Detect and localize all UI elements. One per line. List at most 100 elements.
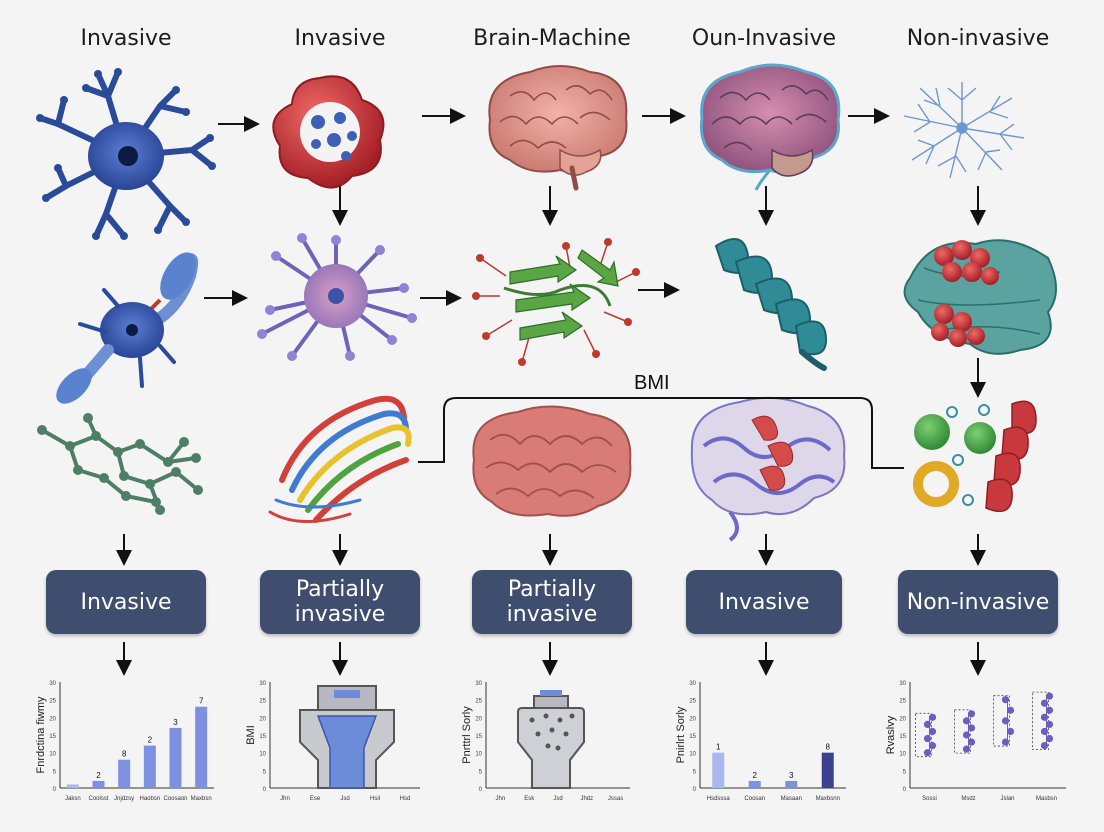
- bar: [195, 706, 208, 788]
- scatter-point: [1006, 706, 1015, 714]
- category-box-5: Non-invasive: [898, 570, 1058, 634]
- y-tick-label: 25: [475, 699, 482, 705]
- bar-data-label: 1: [716, 743, 721, 752]
- category-box-4: Invasive: [686, 570, 842, 634]
- x-tick-label: Jhn: [496, 796, 506, 802]
- x-tick-label: Masbsn: [1036, 796, 1057, 802]
- scatter-point: [1040, 742, 1049, 750]
- x-tick-label: Maxbsn: [191, 796, 212, 802]
- flow-arrows: [116, 108, 986, 676]
- y-tick-label: 5: [263, 769, 267, 775]
- scatter-point: [1045, 734, 1054, 743]
- y-tick-label: 10: [689, 752, 696, 758]
- x-tick-label: Jhn: [280, 796, 290, 802]
- scatter-point: [967, 738, 976, 746]
- y-tick-label: 25: [899, 699, 906, 705]
- x-tick-label: Jsd: [340, 796, 349, 802]
- y-tick-label: 30: [259, 681, 266, 687]
- implant-device-shape: [299, 685, 395, 789]
- y-tick-label: 5: [693, 769, 697, 775]
- bipolar-neuron-illustration: [56, 252, 199, 404]
- brain-illustration-pink-large: [472, 405, 632, 517]
- scatter-point: [1001, 717, 1010, 725]
- bar: [748, 780, 761, 788]
- astrocyte-illustration: [257, 233, 417, 361]
- brain-illustration-mauve: [699, 63, 841, 191]
- brain-illustration-pink: [488, 65, 628, 191]
- neuron-illustration: [36, 68, 216, 240]
- y-tick-label: 20: [259, 716, 266, 722]
- column-title-2: Invasive: [294, 26, 386, 51]
- scatter-point: [928, 713, 937, 721]
- y-tick-label: 25: [689, 699, 696, 705]
- x-tick-label: Sossi: [922, 796, 937, 802]
- column-title-4: Oun-Invasive: [691, 26, 837, 51]
- molecular-network-illustration: [37, 413, 203, 515]
- y-tick-label: 10: [475, 752, 482, 758]
- category-box-2: Partially invasive: [260, 570, 420, 634]
- x-tick-label: Coolsst: [88, 796, 108, 802]
- x-tick-label: Hsd: [400, 796, 411, 802]
- x-tick-label: Ese: [310, 796, 321, 802]
- scatter-point: [962, 717, 971, 725]
- y-tick-label: 15: [259, 734, 266, 740]
- y-tick-label: 0: [53, 787, 57, 793]
- y-tick-label: 15: [475, 734, 482, 740]
- bar-data-label: 8: [826, 743, 831, 752]
- scatter-point: [1045, 706, 1054, 714]
- scatter-point: [1040, 713, 1049, 721]
- molecules-and-helix-illustration: [913, 400, 1037, 513]
- bar-data-label: 3: [789, 771, 794, 780]
- column-title-3: Brain-Machine: [473, 26, 631, 51]
- column-title-1: Invasive: [80, 26, 172, 51]
- scatter-point: [962, 731, 971, 739]
- bar-data-label: 2: [148, 736, 153, 745]
- y-tick-label: 25: [49, 699, 56, 705]
- bar: [712, 752, 725, 788]
- bar-data-label: 2: [96, 771, 101, 780]
- x-tick-label: Maxbsnn: [816, 796, 840, 802]
- y-tick-label: 5: [903, 769, 907, 775]
- category-box-3: Partially invasive: [472, 570, 632, 634]
- x-tick-label: Coosan: [744, 796, 765, 802]
- bar-data-label: 7: [199, 697, 204, 706]
- y-tick-label: 10: [899, 752, 906, 758]
- bar: [821, 752, 834, 788]
- scatter-point: [1040, 727, 1049, 736]
- y-tick-label: 5: [53, 769, 57, 775]
- scatter-point: [1006, 727, 1015, 736]
- electrode-device-shape: [517, 690, 585, 789]
- column-title-5: Non-invasive: [906, 26, 1050, 51]
- scatter-point: [967, 710, 976, 718]
- scatter-point: [1045, 720, 1054, 729]
- scatter-point: [923, 749, 932, 757]
- x-tick-label: Jhdz: [580, 796, 593, 802]
- y-tick-label: 15: [49, 734, 56, 740]
- x-tick-label: Jsd: [553, 796, 562, 802]
- y-axis-label: BMI: [245, 725, 257, 745]
- y-tick-label: 0: [693, 787, 697, 793]
- scatter-point: [928, 727, 937, 736]
- scatter-point: [1001, 696, 1010, 704]
- x-tick-label: Coosaon: [163, 796, 187, 802]
- bar: [785, 780, 798, 788]
- ribbon-strands-illustration: [268, 395, 412, 523]
- beta-sheet-protein-illustration: [472, 238, 640, 366]
- x-tick-label: Masaan: [781, 796, 802, 802]
- scatter-point: [928, 742, 937, 750]
- bar: [92, 780, 105, 788]
- range-box: [1032, 691, 1049, 751]
- range-box: [915, 712, 932, 758]
- scatter-point: [923, 720, 932, 729]
- bmi-bracket-label: BMI: [634, 372, 670, 394]
- y-tick-label: 25: [259, 699, 266, 705]
- bar: [118, 759, 131, 788]
- bar-data-label: 3: [173, 718, 178, 727]
- scatter-point: [923, 734, 932, 743]
- y-tick-label: 30: [689, 681, 696, 687]
- bar: [66, 784, 79, 788]
